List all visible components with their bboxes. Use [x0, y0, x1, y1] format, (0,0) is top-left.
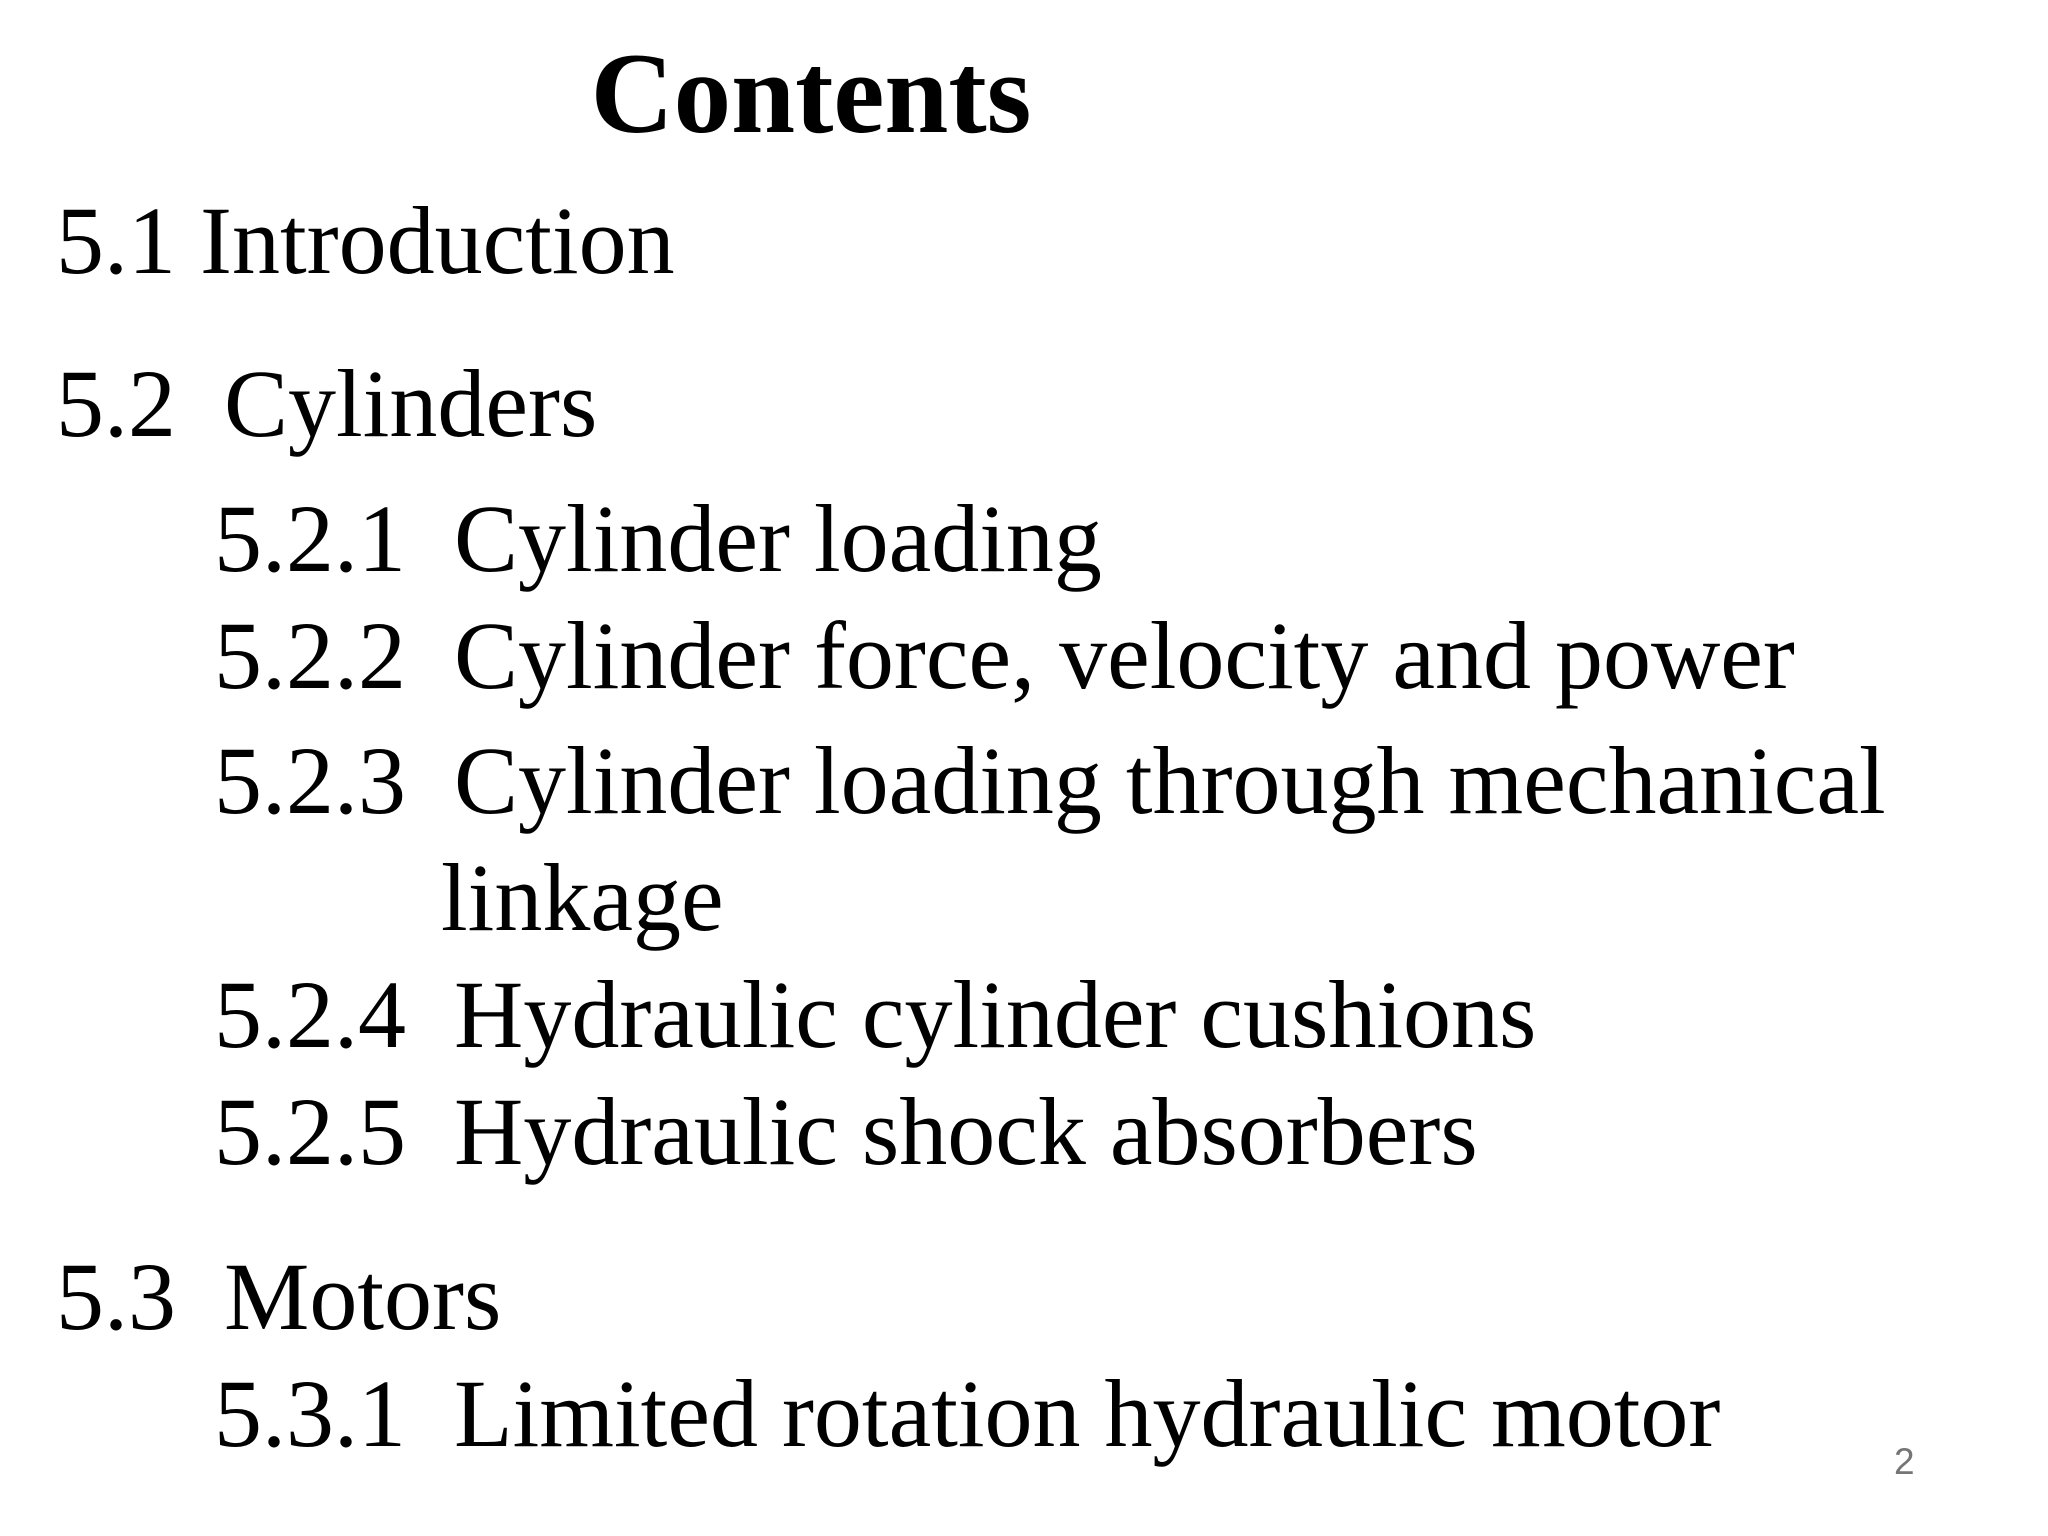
toc-item-5-2-3: 5.2.3 Cylinder loading through mechanica… — [214, 727, 1886, 834]
slide-title: Contents — [590, 30, 1032, 157]
page-number: 2 — [1894, 1441, 1915, 1482]
table-of-contents: 5.1 Introduction 5.2 Cylinders 5.2.1 Cyl… — [0, 182, 2048, 1472]
toc-item-5-2-3-continuation: linkage — [441, 844, 724, 951]
toc-item-5-2-2: 5.2.2 Cylinder force, velocity and power — [214, 602, 1795, 709]
toc-item-5-1: 5.1 Introduction — [56, 187, 675, 294]
toc-item-5-2-4: 5.2.4 Hydraulic cylinder cushions — [214, 961, 1537, 1068]
toc-item-5-2: 5.2 Cylinders — [56, 350, 598, 457]
toc-item-5-2-5: 5.2.5 Hydraulic shock absorbers — [214, 1078, 1478, 1185]
toc-item-5-2-1: 5.2.1 Cylinder loading — [214, 485, 1102, 592]
toc-item-5-3-1: 5.3.1 Limited rotation hydraulic motor — [214, 1360, 1721, 1467]
toc-item-5-3: 5.3 Motors — [56, 1243, 502, 1350]
